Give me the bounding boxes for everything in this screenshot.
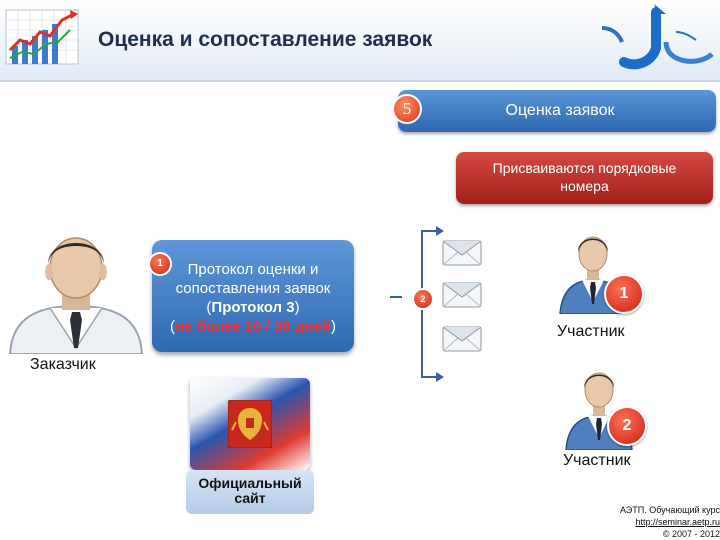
participant-rank-badge: 1	[604, 274, 644, 314]
brand-logo	[600, 2, 718, 77]
growth-chart-icon	[4, 6, 82, 73]
envelope-icon	[442, 240, 482, 271]
page-title: Оценка и сопоставление заявок	[98, 28, 433, 51]
arrow-line-bottom	[421, 376, 439, 378]
protocol-text: Протокол оценки и сопоставления заявок (…	[152, 260, 354, 336]
arrow-head-top	[436, 226, 444, 236]
step-label: Оценка заявок	[505, 102, 615, 119]
protocol-deadline: не более 10 / 30 дней	[175, 318, 331, 335]
step-number-badge: 5	[392, 94, 422, 124]
participant-label: Участник	[563, 452, 631, 469]
protocol-step-badge: 1	[148, 252, 172, 276]
envelope-icon	[442, 282, 482, 313]
header-divider	[0, 80, 720, 82]
official-site-line1: Официальный	[198, 475, 302, 491]
footer-link[interactable]: http://seminar.aetp.ru	[635, 517, 720, 527]
customer-label: Заказчик	[30, 356, 96, 373]
footer-course: АЭТП. Обучающий курс	[619, 505, 720, 515]
official-site-card	[190, 378, 310, 470]
step-banner	[398, 90, 716, 132]
arrow-line-top	[421, 230, 439, 232]
official-site-label: Официальный сайт	[186, 470, 314, 514]
arrow-head-bottom	[436, 372, 444, 382]
protocol-line2: сопоставления заявок	[175, 280, 331, 297]
coat-of-arms-icon	[227, 399, 273, 453]
envelope-icon	[442, 326, 482, 357]
numbering-note-box: Присваиваются порядковые номера	[456, 152, 713, 204]
protocol-line4: (не более 10 / 30 дней)	[170, 318, 336, 335]
protocol-number: Протокол 3	[211, 299, 295, 316]
official-site-line2: сайт	[234, 490, 266, 506]
participant-rank-badge: 2	[607, 406, 647, 446]
footer: АЭТП. Обучающий курс http://seminar.aetp…	[560, 504, 720, 540]
footer-copyright: © 2007 - 2012	[662, 529, 720, 539]
connector-dash	[390, 296, 402, 298]
numbering-note-line1: Присваиваются порядковые	[492, 160, 677, 176]
protocol-line1: Протокол оценки и	[187, 261, 319, 278]
protocol-line3: (Протокол 3)	[206, 299, 300, 316]
connector-step-badge: 2	[412, 288, 434, 310]
header-bar	[0, 0, 720, 82]
participant-label: Участник	[557, 323, 625, 340]
customer-avatar-icon	[6, 224, 146, 359]
protocol-box	[152, 240, 354, 352]
numbering-note-line2: номера	[560, 178, 609, 194]
